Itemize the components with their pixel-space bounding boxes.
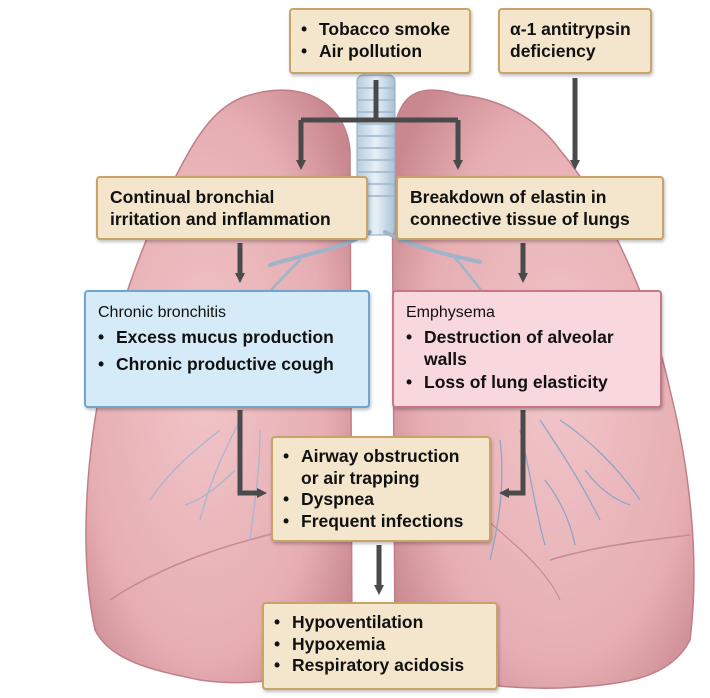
elastin-breakdown-box: Breakdown of elastin in connective tissu… <box>396 176 664 240</box>
connector-arrows <box>235 78 580 595</box>
obstruction-line1: Airway obstruction <box>301 446 460 466</box>
environmental-causes-box: Tobacco smoke Air pollution <box>289 8 471 74</box>
arrow-causes-split <box>301 80 458 123</box>
chronic-bronchitis-box: Chronic bronchitis Excess mucus producti… <box>84 290 370 408</box>
emphysema-feature-elasticity: Loss of lung elasticity <box>406 372 648 394</box>
bronchitis-feature-mucus: Excess mucus production <box>98 327 356 349</box>
chronic-bronchitis-title: Chronic bronchitis <box>98 304 227 321</box>
irritation-line1: Continual bronchial <box>110 187 275 207</box>
outcome-respiratory-acidosis: Respiratory acidosis <box>274 655 486 677</box>
irritation-line2: irritation and inflammation <box>110 208 331 229</box>
outcomes-box: Hypoventilation Hypoxemia Respiratory ac… <box>262 602 498 690</box>
consequence-infections: Frequent infections <box>283 511 479 533</box>
outcome-hypoventilation: Hypoventilation <box>274 612 486 634</box>
cause-air-pollution: Air pollution <box>301 41 459 63</box>
cause-tobacco-smoke: Tobacco smoke <box>301 19 459 41</box>
emphysema-title: Emphysema <box>406 304 495 321</box>
genetic-cause-box: α-1 antitrypsin deficiency <box>498 8 652 74</box>
arrow-bronchitis-to-obstruction <box>237 410 267 498</box>
consequence-dyspnea: Dyspnea <box>283 489 479 511</box>
antitrypsin-line1: α-1 antitrypsin <box>510 19 631 39</box>
alveolar-line1: Destruction of alveolar <box>424 327 614 347</box>
left-bronchioles <box>149 419 261 541</box>
right-lung-fissure <box>549 534 691 561</box>
elastin-line2: connective tissue of lungs <box>410 208 630 229</box>
arrow-emphysema-to-obstruction <box>499 410 526 498</box>
outcome-hypoxemia: Hypoxemia <box>274 634 486 656</box>
obstruction-line2: or air trapping <box>301 467 420 488</box>
antitrypsin-line2: deficiency <box>510 40 596 61</box>
elastin-line1: Breakdown of elastin in <box>410 187 607 207</box>
irritation-box: Continual bronchial irritation and infla… <box>96 176 368 240</box>
bronchitis-feature-cough: Chronic productive cough <box>98 354 356 376</box>
alveolar-line2: walls <box>424 348 467 369</box>
